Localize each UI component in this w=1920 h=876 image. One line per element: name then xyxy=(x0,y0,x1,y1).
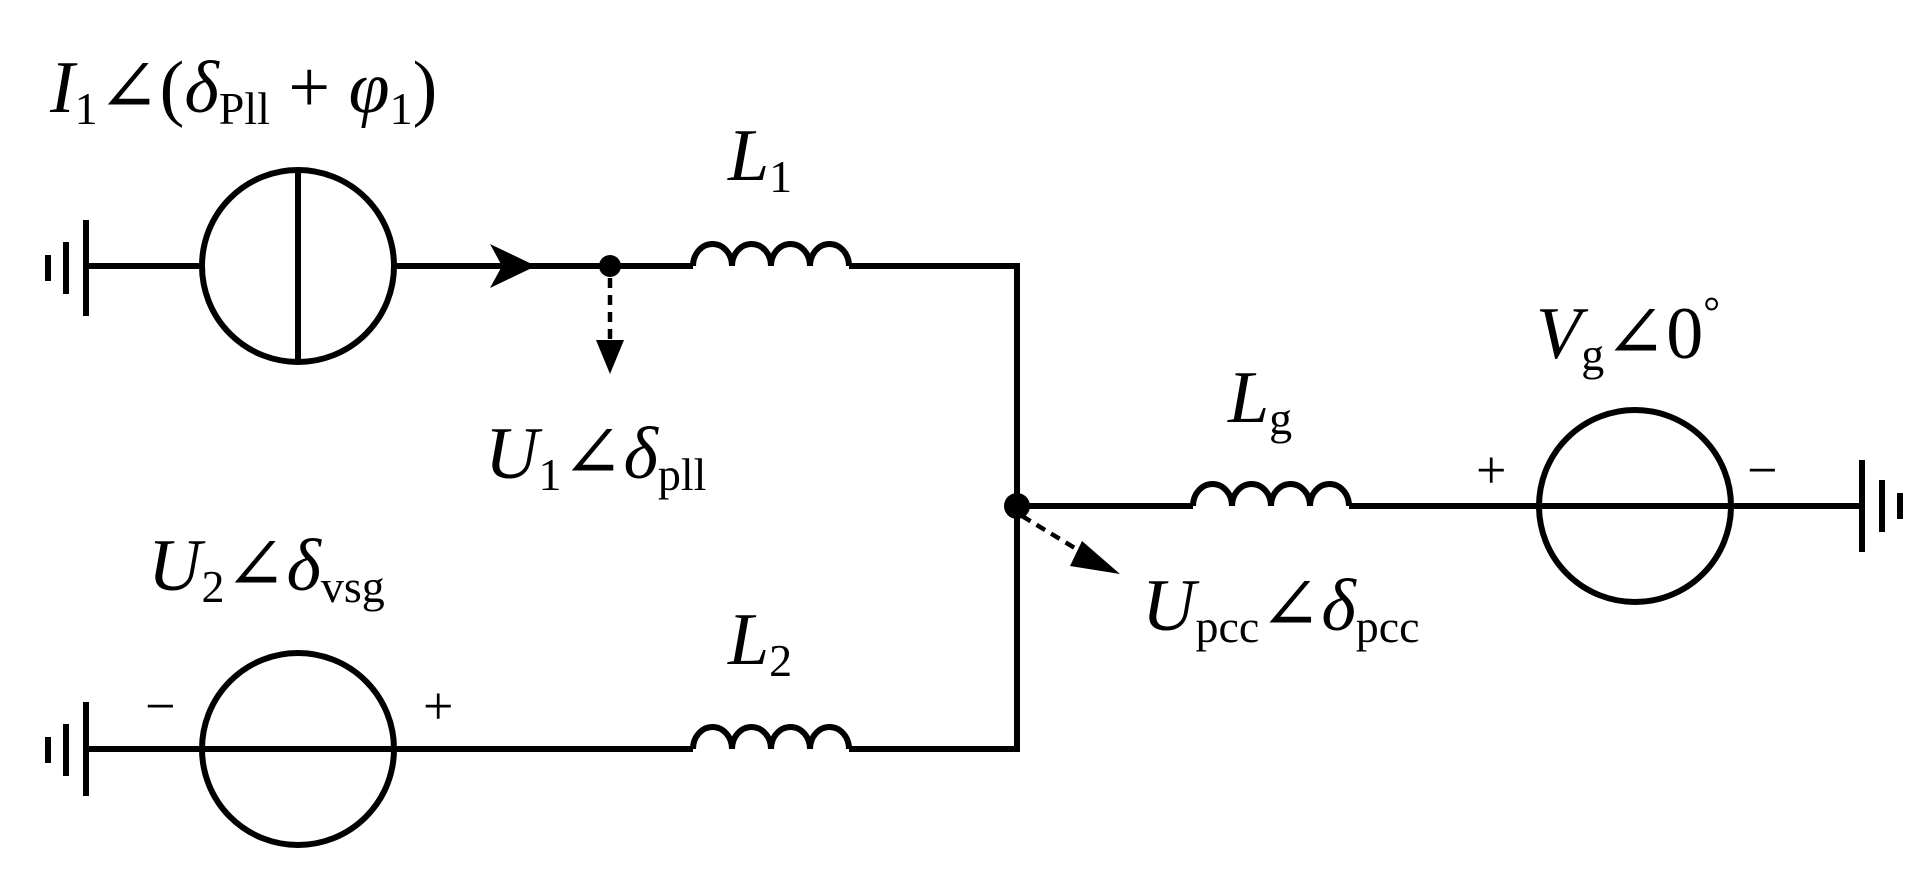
label-current-source-1: I1∠(δPll + φ1) xyxy=(49,47,437,134)
voltage-arrow-pcc-head xyxy=(1070,541,1120,574)
ground-symbol-right xyxy=(1859,460,1903,552)
inductor-Lg xyxy=(1190,481,1352,507)
label-Upcc: Upcc∠δpcc xyxy=(1142,565,1420,652)
grid-voltage-source xyxy=(1536,407,1734,605)
ground-symbol-top-left xyxy=(45,220,89,316)
sign-plus-source2: + xyxy=(423,676,453,736)
current-source-1 xyxy=(199,167,397,365)
label-U2: U2∠δvsg xyxy=(148,525,385,612)
inductor-L2 xyxy=(690,724,852,750)
voltage-arrow-u1-head xyxy=(596,340,624,374)
label-Vg: Vg∠0° xyxy=(1536,290,1720,380)
label-Lg: Lg xyxy=(1227,357,1292,444)
sign-minus-grid: − xyxy=(1747,440,1777,500)
label-L2: L2 xyxy=(727,599,792,686)
label-U1: U1∠δpll xyxy=(485,413,706,500)
inductor-L1 xyxy=(690,241,852,267)
label-L1: L1 xyxy=(727,115,792,202)
sign-plus-grid: + xyxy=(1476,440,1506,500)
sign-minus-source2: − xyxy=(145,676,175,736)
voltage-arrow-pcc xyxy=(1020,514,1090,558)
current-direction-arrow xyxy=(490,244,536,288)
ground-symbol-bottom-left xyxy=(45,702,89,796)
